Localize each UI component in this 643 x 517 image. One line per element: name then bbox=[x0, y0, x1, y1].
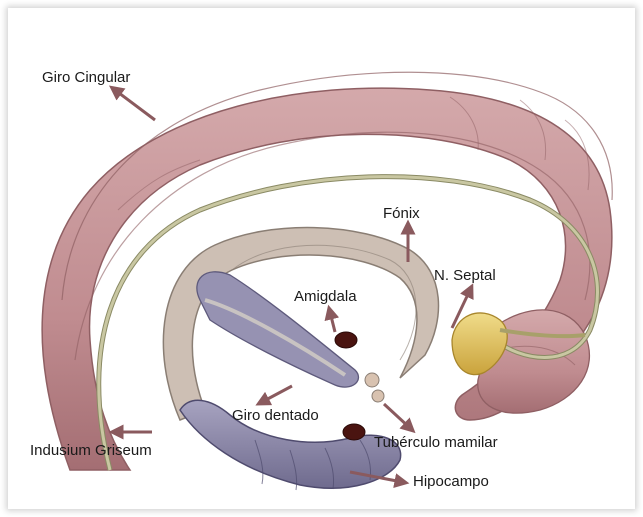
label-giro-cingular: Giro Cingular bbox=[42, 69, 130, 86]
label-amigdala: Amigdala bbox=[294, 288, 357, 305]
fornix bbox=[163, 228, 438, 420]
label-fornix: Fónix bbox=[383, 205, 420, 222]
mammillary-body-lower bbox=[372, 390, 384, 402]
label-hipocampo: Hipocampo bbox=[413, 473, 489, 490]
arrow-giro-cingular bbox=[115, 90, 155, 120]
arrow-amigdala bbox=[330, 312, 335, 332]
label-indusium: Indusium Griseum bbox=[30, 442, 152, 459]
label-tuberculo: Tubérculo mamilar bbox=[374, 434, 498, 451]
arrow-tuberculo bbox=[384, 404, 410, 428]
label-n-septal: N. Septal bbox=[434, 267, 496, 284]
arrow-giro-dentado bbox=[262, 386, 292, 402]
mammillary-body-upper bbox=[365, 373, 379, 387]
mammillary-dark bbox=[343, 424, 365, 440]
amygdala bbox=[335, 332, 357, 348]
label-giro-dentado: Giro dentado bbox=[232, 407, 319, 424]
